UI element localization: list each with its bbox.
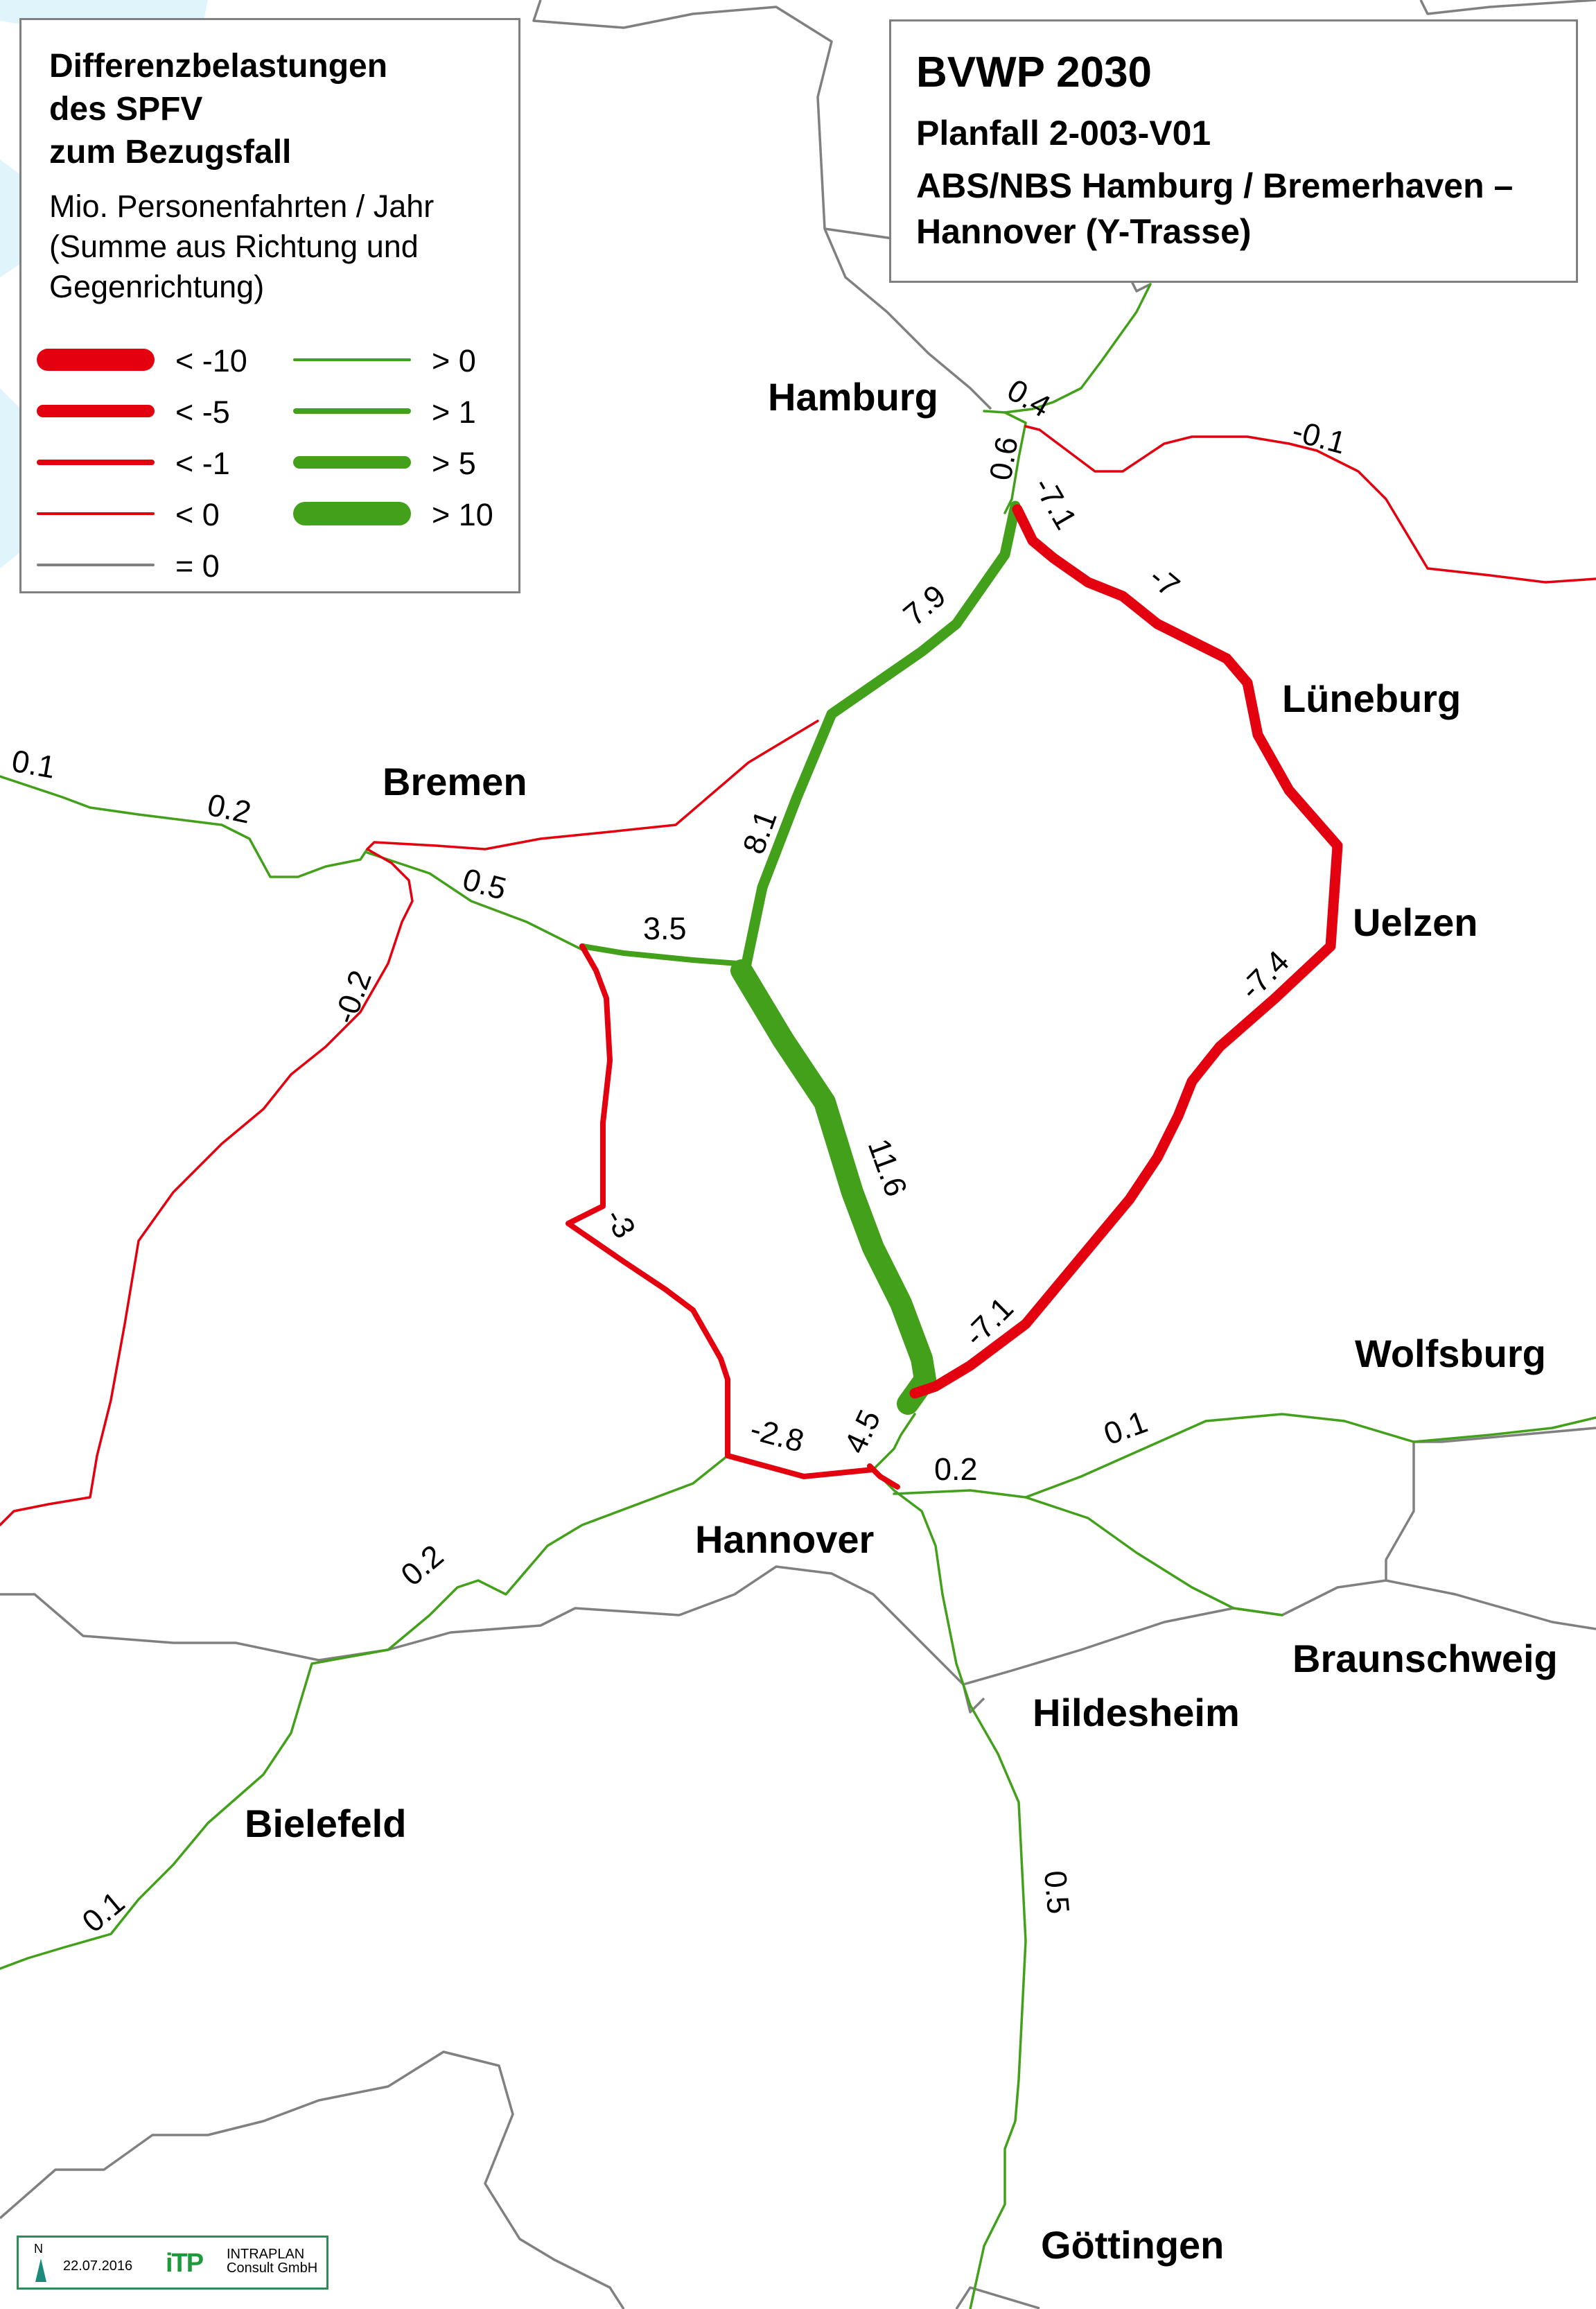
medium-links <box>565 943 900 1490</box>
link-value-label: 0.5 <box>459 861 510 906</box>
link-value-label: 0.1 <box>76 1884 132 1939</box>
legend-label: < -5 <box>175 394 230 430</box>
legend-swatch <box>37 500 155 528</box>
legend-label: > 1 <box>432 394 476 430</box>
legend-swatch <box>293 397 411 425</box>
city-label: Lüneburg <box>1282 677 1461 720</box>
link-value-label: -7.1 <box>1026 471 1084 536</box>
city-label: Wolfsburg <box>1355 1332 1546 1375</box>
legend-label: > 0 <box>432 343 476 378</box>
legend-swatch <box>37 397 155 425</box>
legend-label: = 0 <box>175 548 220 584</box>
legend-swatch <box>37 448 155 476</box>
legend-swatch <box>293 346 411 374</box>
thin-links <box>0 283 1596 2309</box>
link-value-label: 0.6 <box>983 434 1025 482</box>
north-label: N <box>34 2242 43 2256</box>
legend-label: > 10 <box>432 497 493 532</box>
city-label: Braunschweig <box>1292 1637 1558 1680</box>
link-value-label: -2.8 <box>746 1411 807 1458</box>
legend: Differenzbelastungen des SPFV zum Bezugs… <box>19 18 520 593</box>
link-value-label: -7.1 <box>957 1290 1020 1353</box>
link-value-label: 0.2 <box>934 1452 978 1487</box>
title-box: BVWP 2030 Planfall 2-003-V01 ABS/NBS Ham… <box>889 19 1578 283</box>
link-value-label: 11.6 <box>861 1134 915 1201</box>
link-value-label: 3.5 <box>643 911 687 946</box>
link-value-label: -7 <box>1143 559 1186 604</box>
map-title: BVWP 2030 <box>916 49 1152 96</box>
link-value-label: 0.2 <box>394 1537 450 1592</box>
city-label: Hamburg <box>768 375 938 419</box>
city-label: Bremen <box>383 760 527 803</box>
link-value-label: 0.5 <box>1037 1869 1076 1915</box>
footer-credit: N 22.07.2016 iTP INTRAPLAN Consult GmbH <box>17 2236 328 2290</box>
legend-label: < 0 <box>175 497 220 532</box>
legend-swatch <box>37 551 155 579</box>
link-value-label: 7.9 <box>897 577 953 632</box>
date-label: 22.07.2016 <box>63 2258 133 2274</box>
city-label: Hildesheim <box>1033 1691 1240 1734</box>
north-arrow-icon <box>35 2258 46 2282</box>
link-value-label: -7.4 <box>1233 943 1296 1007</box>
planfall-label: Planfall 2-003-V01 <box>916 114 1211 153</box>
legend-swatch <box>293 500 411 528</box>
link-value-label: -3 <box>598 1203 642 1244</box>
city-label: Hannover <box>695 1517 874 1561</box>
link-value-label: 0.4 <box>1001 372 1057 424</box>
company-logo: iTP <box>166 2249 204 2278</box>
link-value-label: -0.1 <box>1288 412 1349 460</box>
link-value-label: 0.1 <box>9 743 58 785</box>
main-corridors <box>730 500 1343 1415</box>
legend-subtitle: Mio. Personenfahrten / Jahr (Summe aus R… <box>49 189 435 304</box>
legend-swatch <box>37 346 155 374</box>
city-label: Bielefeld <box>245 1802 406 1845</box>
legend-label: < -10 <box>175 343 247 378</box>
company-name: INTRAPLAN Consult GmbH <box>227 2247 318 2276</box>
legend-label: > 5 <box>432 446 476 481</box>
city-label: Göttingen <box>1041 2223 1224 2267</box>
city-label: Uelzen <box>1353 900 1478 944</box>
legend-swatch <box>293 448 411 476</box>
legend-title: Differenzbelastungen des SPFV zum Bezugs… <box>49 48 388 171</box>
link-value-label: 0.1 <box>1099 1404 1152 1452</box>
project-label: ABS/NBS Hamburg / Bremerhaven – Hannover… <box>916 166 1514 251</box>
legend-label: < -1 <box>175 446 230 481</box>
city-labels: Hamburg Bremen Lüneburg Uelzen Wolfsburg… <box>245 375 1558 2267</box>
link-value-label: -0.2 <box>326 966 378 1028</box>
link-value-label: 0.2 <box>204 787 254 830</box>
link-value-label: 4.5 <box>837 1404 888 1458</box>
